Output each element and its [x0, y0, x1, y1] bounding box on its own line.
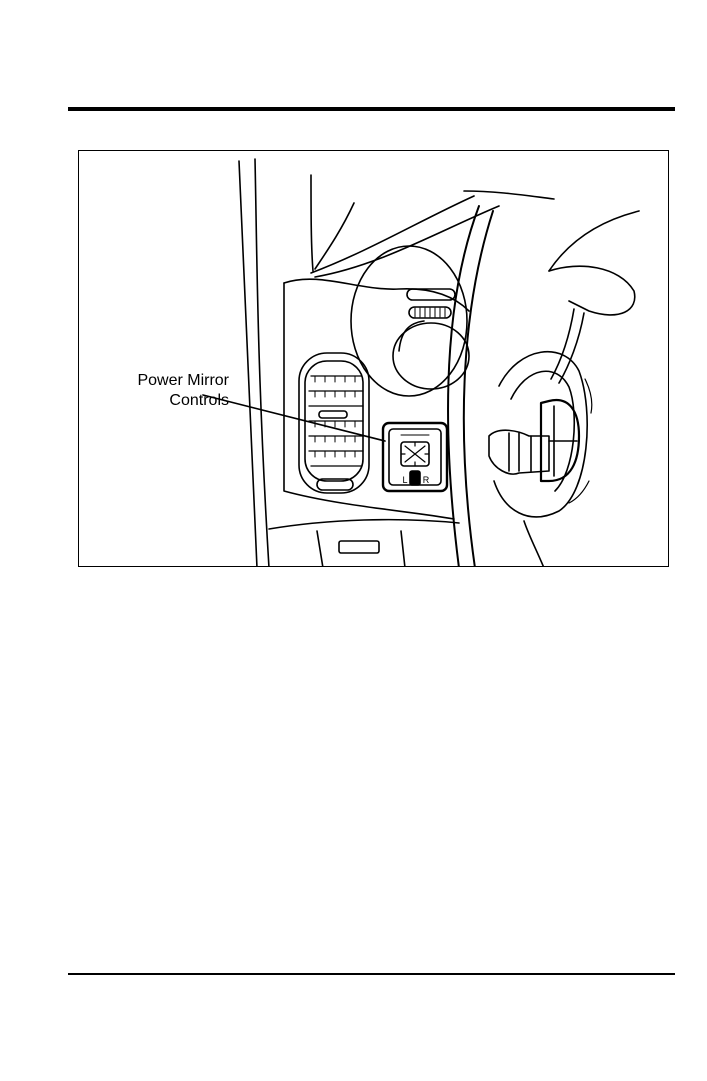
thumbwheel-ridges: [415, 308, 445, 317]
lower-right-line: [524, 521, 544, 567]
vent-inner-arc: [399, 321, 424, 351]
switch-letter-right: R: [423, 475, 430, 485]
column-rings: [509, 433, 531, 471]
lr-selector-knob: [410, 471, 420, 485]
callout-line-2: Controls: [89, 391, 229, 411]
column-shroud: [549, 266, 635, 315]
dash-top-contour: [549, 211, 639, 271]
vent-louvers: [309, 376, 363, 466]
door-edge-line-inner: [255, 159, 269, 567]
power-mirror-controls-callout: Power Mirror Controls: [89, 371, 229, 411]
callout-leader-line: [203, 395, 385, 441]
footer-rule: [68, 973, 675, 975]
callout-line-1: Power Mirror: [89, 371, 229, 391]
header-rule: [68, 107, 675, 111]
dash-top-contour: [315, 206, 499, 277]
windshield-line: [311, 175, 313, 271]
lower-center-cluster: [317, 531, 405, 567]
vent-tab: [319, 411, 347, 418]
steering-wheel-rim-inner: [464, 211, 493, 567]
lower-dash-line: [269, 520, 459, 529]
switch-letter-left: L: [402, 475, 407, 485]
lower-center-slot: [339, 541, 379, 553]
dash-top-contour: [311, 196, 474, 273]
joystick-arrows: [401, 442, 429, 466]
motion-line: [569, 481, 589, 503]
door-edge-line: [239, 161, 257, 567]
column-shroud-detail: [551, 309, 574, 379]
windshield-line: [315, 203, 354, 269]
dash-top-contour: [464, 191, 554, 199]
